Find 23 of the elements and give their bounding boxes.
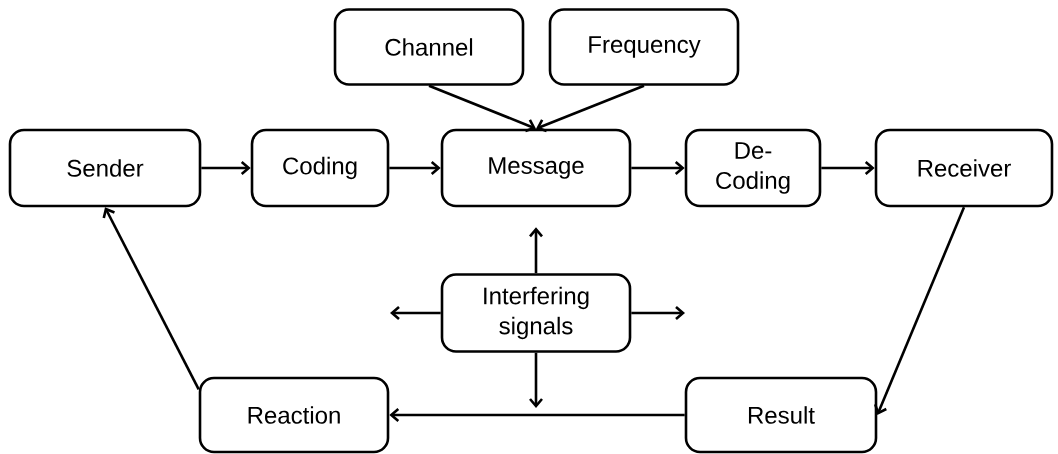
arrow: [874, 206, 966, 415]
arrow: [536, 84, 645, 133]
process-box: Sender: [8, 128, 202, 208]
arrow: [390, 306, 441, 320]
process-box: Reaction: [198, 376, 390, 454]
arrow: [821, 161, 875, 175]
process-box: Channel: [333, 8, 525, 86]
process-box: Result: [684, 376, 878, 454]
arrow: [389, 408, 685, 422]
process-box: De- Coding: [684, 128, 822, 208]
arrow: [389, 161, 441, 175]
arrow: [529, 352, 543, 408]
process-box: Coding: [250, 128, 390, 208]
process-box: Interfering signals: [440, 273, 632, 353]
process-box: Message: [440, 128, 632, 208]
arrow: [428, 84, 536, 133]
arrow: [529, 227, 543, 274]
process-box: Frequency: [548, 8, 740, 86]
arrow: [102, 207, 200, 391]
arrow: [631, 161, 685, 175]
arrow: [631, 306, 685, 320]
process-box: Receiver: [874, 128, 1054, 208]
arrow: [201, 161, 251, 175]
